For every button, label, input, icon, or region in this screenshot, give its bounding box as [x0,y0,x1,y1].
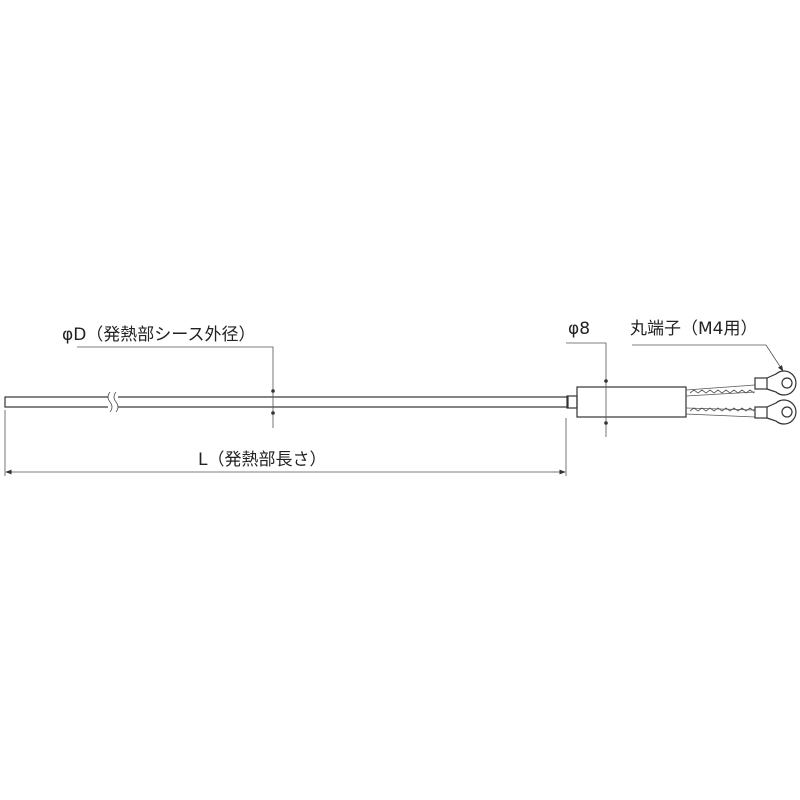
lead-sleeve [576,386,687,418]
ring-terminal-bottom [754,399,797,425]
length-dimension [4,410,567,476]
break-mark-icon [107,391,119,413]
length-label: L（発熱部長さ） [198,450,326,470]
lead-wires [685,384,756,418]
sheath-diameter-label: φD（発熱部シース外径） [62,325,255,345]
terminal-label: 丸端子（M4用） [630,319,757,339]
lead-diameter-dimension [566,342,608,437]
ring-terminal-top [754,370,797,396]
lead-diameter-label: φ8 [568,319,590,339]
sheath-diameter-dimension [77,346,275,428]
heater-sheath [4,391,569,413]
terminal-leader [632,344,784,372]
